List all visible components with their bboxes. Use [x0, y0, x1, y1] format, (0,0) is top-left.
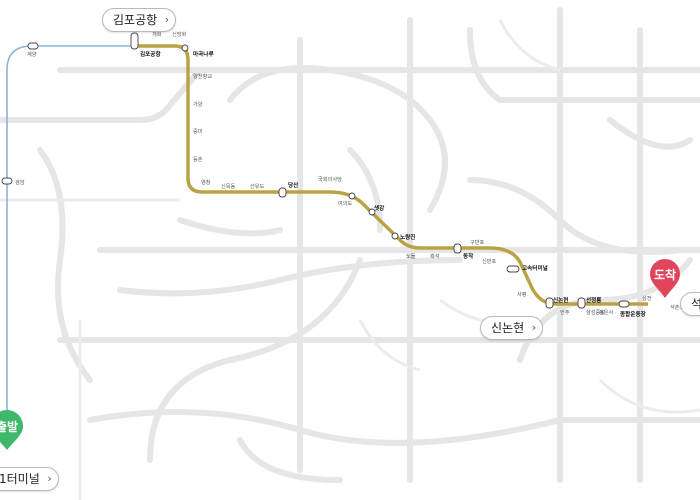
- station-dangsan: [278, 187, 287, 198]
- background-network-thin: [0, 19, 700, 500]
- label-noryangjin: 노량진: [400, 233, 415, 241]
- label-yeomchang: 염창: [201, 178, 211, 186]
- label-seokchon-gobun: 석촌고분: [670, 303, 689, 311]
- label-express-bus-terminal: 고속터미널: [522, 264, 548, 272]
- seokchon-callout-label: 석: [691, 297, 700, 311]
- label-gukhoe: 국회의사당: [318, 175, 342, 183]
- chevron-right-icon: ›: [531, 321, 537, 334]
- label-eonju: 언주: [560, 309, 570, 316]
- departure-pin-icon: [0, 410, 23, 450]
- station-yeouido: [348, 192, 356, 200]
- label-samjeon: 삼전: [642, 294, 652, 302]
- chevron-right-icon: ›: [47, 472, 52, 485]
- station-saetgang: [368, 208, 376, 216]
- label-sports-complex: 종합운동장: [620, 310, 647, 318]
- label-dongjak: 동작: [463, 252, 474, 260]
- label-gubanpo: 구반포: [470, 238, 485, 246]
- terminal-callout-label: 1터미널: [0, 472, 40, 486]
- label-sinmokdong: 신목동: [221, 182, 236, 190]
- label-sinbanghwa: 신방화: [172, 30, 187, 38]
- station-labels: 계양 검암 김포공항 개화 신방화 마곡나루 양천향교 가양 증미 등촌 염창 …: [15, 30, 689, 318]
- label-gaehwa: 개화: [152, 30, 162, 38]
- arrival-pin[interactable]: 도착: [650, 259, 680, 298]
- label-saetgang: 샛강: [374, 204, 385, 212]
- station-magongnaru: [181, 44, 189, 52]
- station-gimpo-airport: [130, 32, 139, 50]
- station-markers: [1, 32, 630, 309]
- line9-route: [135, 44, 648, 306]
- label-gimpo-airport: 김포공항: [140, 50, 161, 58]
- station-seonjeongneung: [577, 297, 586, 309]
- label-deungchon: 등촌: [193, 155, 203, 163]
- gimpo-airport-callout[interactable]: 김포공항 ›: [102, 8, 177, 32]
- label-seonjeongneung: 선정릉: [586, 296, 601, 304]
- terminal-callout[interactable]: 1터미널 ›: [0, 467, 59, 491]
- station-sports-complex: [618, 300, 630, 308]
- label-magongnaru: 마곡나루: [193, 50, 214, 58]
- station-noryangjin: [391, 232, 399, 240]
- label-nodeul: 노들: [406, 253, 416, 260]
- label-yeouido: 여의도: [338, 199, 353, 207]
- label-geomam: 검암: [15, 178, 25, 186]
- background-network: [0, 7, 700, 483]
- departure-pin[interactable]: 출발: [0, 410, 23, 450]
- arrival-badge: 도착: [654, 267, 676, 282]
- gimpo-airport-callout-label: 김포공항: [113, 13, 158, 27]
- label-dangsan: 당산: [288, 181, 299, 189]
- label-gayang: 가양: [193, 100, 203, 108]
- departure-badge: 출발: [0, 419, 18, 434]
- label-seonyudo: 선유도: [250, 182, 265, 190]
- chevron-right-icon: ›: [164, 13, 170, 26]
- arrival-pin-icon: [650, 259, 680, 298]
- station-geomam: [1, 177, 13, 185]
- sinnonhyeon-callout[interactable]: 신논현 ›: [480, 316, 544, 340]
- label-yangcheon-hyanggyo: 양천향교: [193, 72, 212, 80]
- airport-railroad-line: [6, 45, 135, 440]
- station-sinnonhyeon: [545, 297, 554, 309]
- sinnonhyeon-callout-label: 신논현: [491, 321, 525, 335]
- station-gyeyang: [27, 42, 39, 50]
- label-sinnonhyeon: 신논현: [553, 296, 568, 304]
- label-sinbanpo: 신반포: [482, 257, 497, 265]
- station-express-bus-terminal: [506, 265, 520, 273]
- seokchon-callout[interactable]: 석: [680, 292, 700, 316]
- label-gyeyang: 계양: [27, 50, 37, 58]
- label-bongeunsa: 봉은사: [599, 308, 614, 316]
- label-heukseok: 흑석: [430, 252, 440, 260]
- station-dongjak: [453, 243, 462, 254]
- label-sapyeong: 사평: [517, 290, 527, 298]
- label-samseong-jungang: 삼성중앙: [586, 308, 605, 316]
- label-jeungmi: 증미: [193, 127, 203, 135]
